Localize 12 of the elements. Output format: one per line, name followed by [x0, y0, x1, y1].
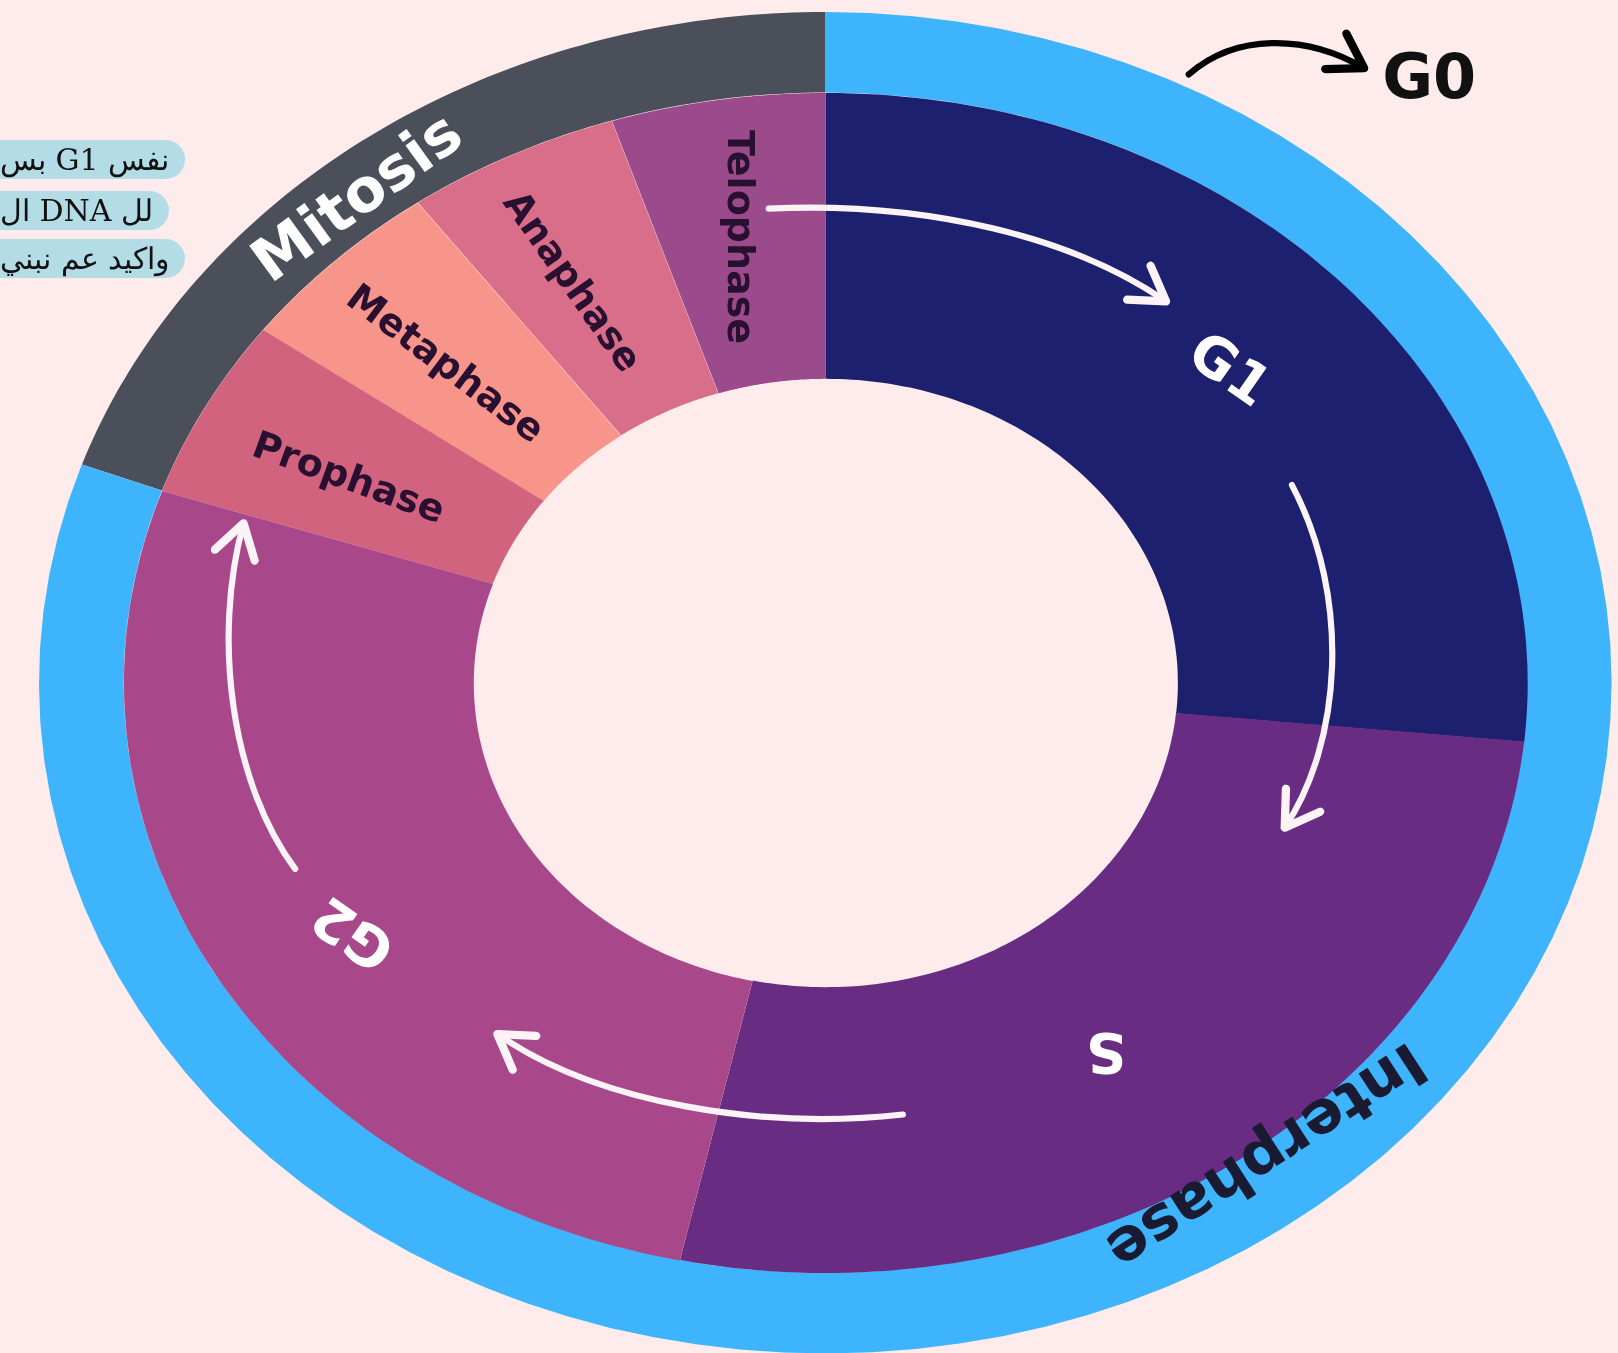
note-label: لل DNA ال: [0, 190, 170, 230]
arrow: [211, 519, 299, 873]
phase-label: G2: [302, 886, 404, 982]
phase-label: Telophase: [721, 130, 760, 345]
arrow: [493, 1029, 906, 1122]
phase-label: G1: [1179, 322, 1281, 417]
note-label: نفس G1 بس: [0, 140, 186, 180]
phase-label: G0: [1382, 46, 1477, 109]
arrow: [1279, 482, 1336, 832]
note-label: واكيد عم نبني: [0, 239, 186, 279]
arrow: [1185, 30, 1369, 78]
arrow: [765, 204, 1171, 306]
